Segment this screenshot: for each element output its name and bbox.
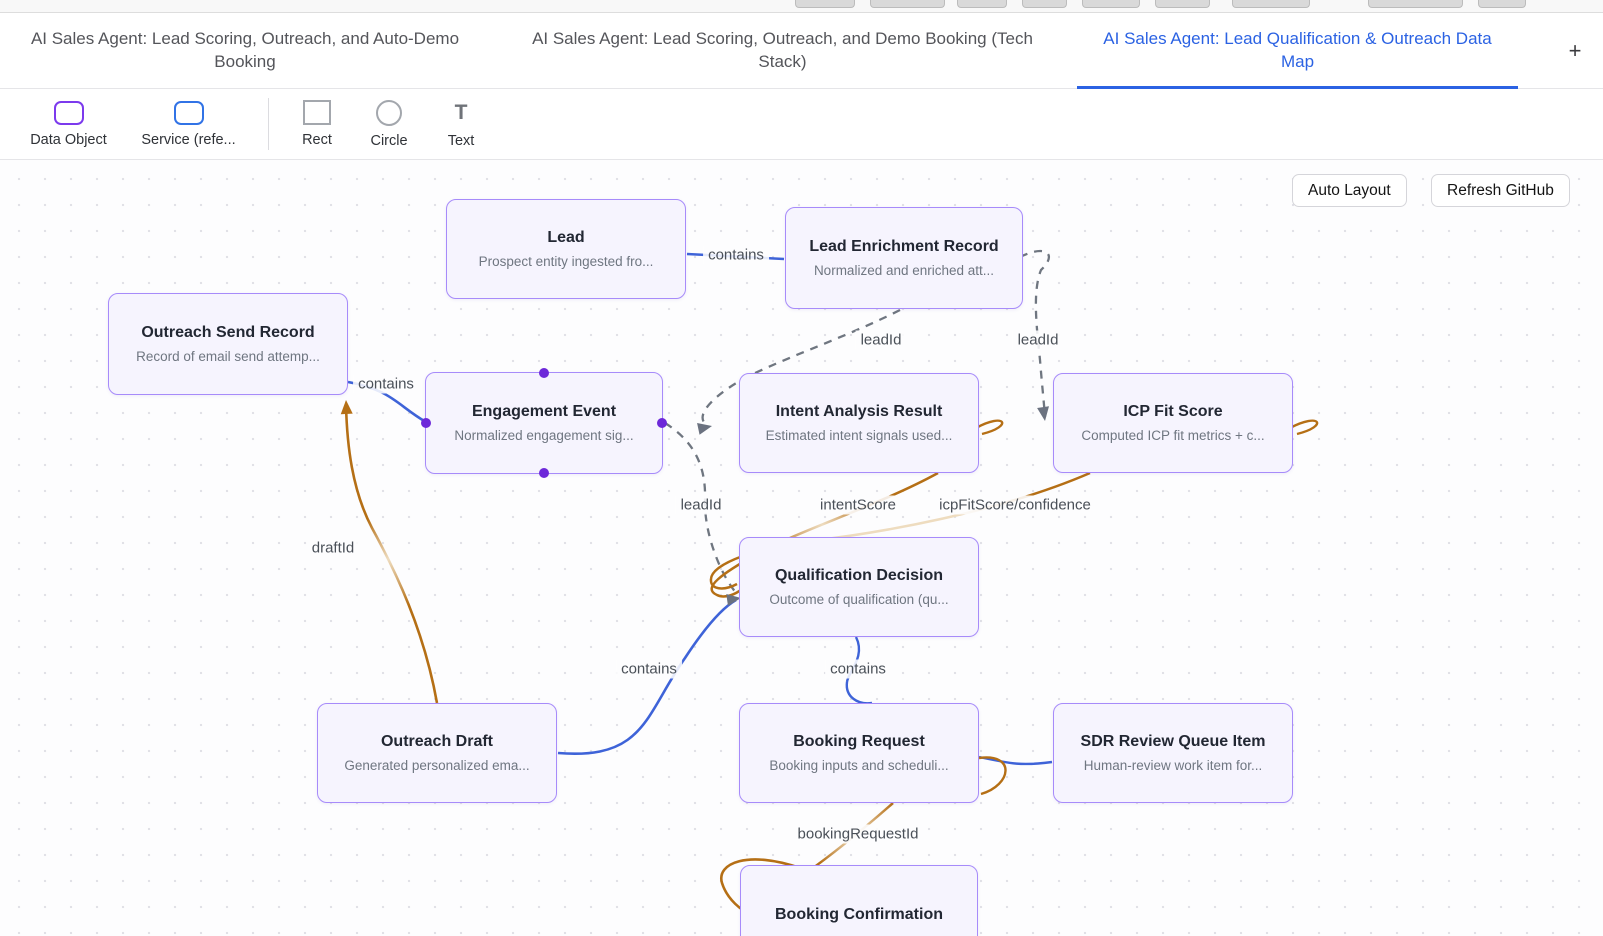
node-subtitle: Normalized and enriched att... xyxy=(813,263,995,278)
tab-tech-stack[interactable]: AI Sales Agent: Lead Scoring, Outreach, … xyxy=(532,28,1033,71)
edge-label-contains-od-qd: contains xyxy=(616,659,682,679)
text-icon: T xyxy=(454,100,468,124)
node-title: Outreach Draft xyxy=(380,733,494,750)
toolbar-divider xyxy=(268,98,269,150)
tab-auto-demo-booking[interactable]: AI Sales Agent: Lead Scoring, Outreach, … xyxy=(30,28,460,71)
node-title: Engagement Event xyxy=(471,403,617,420)
edge-label-icpfitscore-confidence: icpFitScore/confidence xyxy=(934,495,1096,515)
cutoff-button-stub xyxy=(1155,0,1210,8)
cutoff-button-stub xyxy=(795,0,855,8)
node-subtitle: Booking inputs and scheduli... xyxy=(769,758,949,773)
top-cutoff-strip xyxy=(0,0,1603,13)
arrowhead-qualification-left xyxy=(726,594,741,606)
arrowhead-icp-left xyxy=(1037,406,1049,421)
node-title: ICP Fit Score xyxy=(1123,403,1223,420)
node-subtitle: Outcome of qualification (qu... xyxy=(769,592,949,607)
node-subtitle: Record of email send attemp... xyxy=(136,349,320,364)
edge-label-contains-osr-ee: contains xyxy=(353,374,419,394)
node-title: Booking Request xyxy=(793,733,925,750)
node-title: SDR Review Queue Item xyxy=(1080,733,1266,750)
edge-label-bookingrequestid: bookingRequestId xyxy=(792,824,924,844)
tool-circle[interactable]: Circle xyxy=(353,99,425,149)
node-subtitle: Normalized engagement sig... xyxy=(454,428,634,443)
node-booking-confirmation[interactable]: Booking Confirmation xyxy=(740,865,978,936)
node-title: Lead xyxy=(547,229,585,246)
node-subtitle: Computed ICP fit metrics + c... xyxy=(1081,428,1265,443)
arrowhead-sendrecord-bottom xyxy=(340,400,353,415)
edge-intent-self-loop xyxy=(975,419,1004,436)
edge-qualification-contains-bookingrequest xyxy=(845,636,873,705)
add-tab-button[interactable]: + xyxy=(1568,38,1582,63)
edge-bookingrequest-self-loop xyxy=(978,756,1007,796)
cutoff-button-stub xyxy=(1368,0,1463,8)
tool-text[interactable]: T Text xyxy=(447,100,475,149)
service-rounded-rect-icon xyxy=(173,100,204,125)
edge-label-contains-qd-br: contains xyxy=(825,659,891,679)
tab-data-map-active[interactable]: AI Sales Agent: Lead Qualification & Out… xyxy=(1075,13,1520,89)
edge-enrichment-leadid-intent xyxy=(701,308,901,427)
edge-outreachdraft-draftid-sendrecord xyxy=(344,404,439,704)
edge-label-leadid-qd: leadId xyxy=(675,495,727,515)
connection-handle[interactable] xyxy=(657,418,667,428)
tool-service-reference[interactable]: Service (refe... xyxy=(121,100,256,148)
edge-enrichment-leadid-icp xyxy=(1019,249,1051,418)
edge-label-contains-lead-ler: contains xyxy=(703,245,769,265)
edge-label-leadid-iar: leadId xyxy=(855,330,907,350)
connection-handle[interactable] xyxy=(539,468,549,478)
tab-bar: AI Sales Agent: Lead Scoring, Outreach, … xyxy=(0,13,1603,89)
rect-icon xyxy=(303,100,331,125)
node-subtitle: Human-review work item for... xyxy=(1083,758,1263,773)
node-title: Outreach Send Record xyxy=(141,324,315,341)
cutoff-button-stub xyxy=(1022,0,1067,8)
cutoff-button-stub xyxy=(870,0,945,8)
edge-icp-self-loop xyxy=(1289,419,1319,436)
edge-label-intentscore: intentScore xyxy=(815,495,901,515)
circle-icon xyxy=(376,99,402,126)
edge-label-leadid-icp: leadId xyxy=(1012,330,1064,350)
node-title: Lead Enrichment Record xyxy=(809,238,999,255)
cutoff-button-stub xyxy=(1478,0,1526,8)
node-title: Booking Confirmation xyxy=(775,906,943,923)
node-subtitle: Estimated intent signals used... xyxy=(765,428,953,443)
connection-handle[interactable] xyxy=(539,368,549,378)
data-object-rounded-rect-icon xyxy=(53,100,84,125)
arrowhead-intent-left xyxy=(697,423,712,435)
shape-toolbar: Data Object Service (refe... Rect Circle… xyxy=(0,89,1603,160)
edge-label-draftid: draftId xyxy=(306,538,360,558)
connection-handle[interactable] xyxy=(421,418,431,428)
auto-layout-button[interactable]: Auto Layout xyxy=(1292,174,1407,207)
edge-outreachdraft-contains-qualification xyxy=(557,598,737,756)
node-title: Qualification Decision xyxy=(774,567,944,584)
edge-bookingrequest-to-sdrqueue xyxy=(978,755,1053,766)
tool-data-object[interactable]: Data Object xyxy=(16,100,121,148)
refresh-github-button[interactable]: Refresh GitHub xyxy=(1431,174,1570,207)
cutoff-button-stub xyxy=(957,0,1007,8)
node-title: Intent Analysis Result xyxy=(775,403,943,420)
cutoff-button-stub xyxy=(1232,0,1310,8)
tool-rect[interactable]: Rect xyxy=(281,100,353,148)
node-subtitle: Prospect entity ingested fro... xyxy=(478,254,654,269)
cutoff-button-stub xyxy=(1082,0,1140,8)
node-subtitle: Generated personalized ema... xyxy=(344,758,530,773)
